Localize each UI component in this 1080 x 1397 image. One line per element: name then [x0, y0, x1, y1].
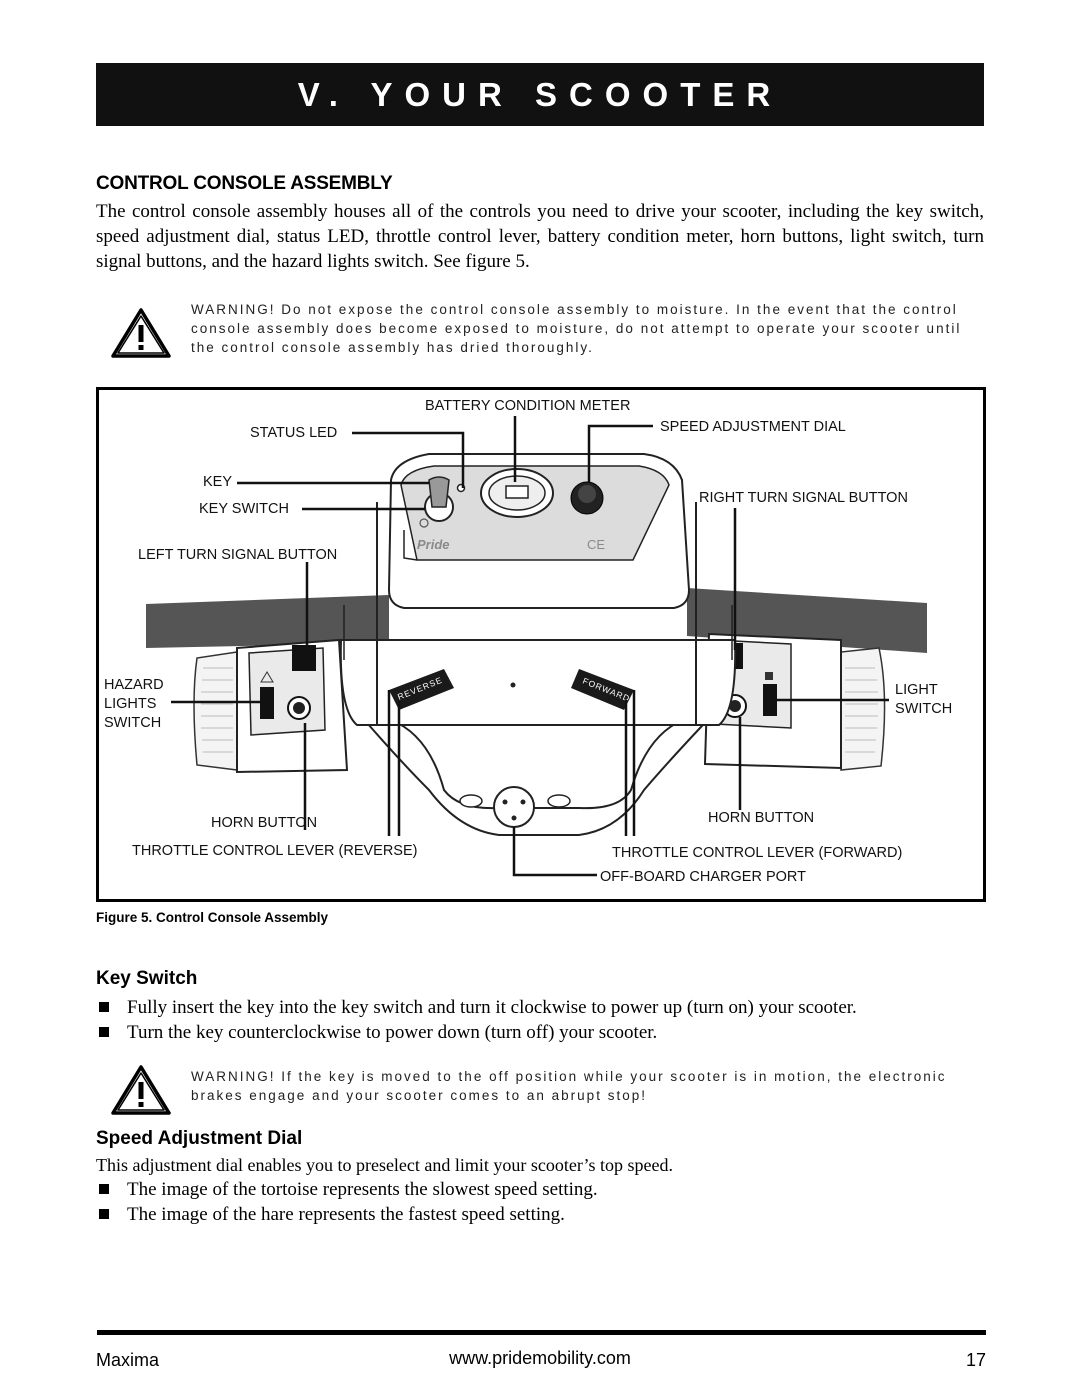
label-light-line1: LIGHT — [895, 682, 938, 698]
page-number: 17 — [965, 1350, 986, 1370]
list-item: Fully insert the key into the key switch… — [96, 995, 984, 1020]
warning-triangle-icon — [111, 308, 171, 358]
bullet-square-icon — [99, 1209, 109, 1219]
control-console-diagram: Pride CE REVERSE FORWARD BATTERY CONDITI… — [104, 398, 952, 885]
light-switch — [763, 684, 777, 716]
label-right-turn-signal-button: RIGHT TURN SIGNAL BUTTON — [699, 490, 908, 506]
chapter-banner: V. YOUR SCOOTER — [96, 63, 984, 126]
leader-lines — [171, 416, 889, 877]
bullet-square-icon — [99, 1002, 109, 1012]
section-intro: The control console assembly houses all … — [96, 201, 984, 272]
label-key-switch: KEY SWITCH — [199, 501, 289, 517]
list-item: Turn the key counterclockwise to power d… — [96, 1020, 984, 1045]
speed-dial-bullets: The image of the tortoise represents the… — [96, 1177, 984, 1227]
label-horn-button-left: HORN BUTTON — [211, 815, 317, 831]
label-hazard-line3: SWITCH — [104, 715, 161, 731]
label-key: KEY — [203, 474, 232, 490]
key-switch-bullets: Fully insert the key into the key switch… — [96, 995, 984, 1045]
left-switch-panel — [248, 645, 326, 736]
lower-shroud — [353, 689, 720, 836]
label-left-turn-signal-button: LEFT TURN SIGNAL BUTTON — [138, 547, 337, 563]
horn-button-right — [729, 700, 741, 712]
label-hazard-line1: HAZARD — [104, 677, 164, 693]
hazard-switch — [260, 687, 274, 719]
label-throttle-reverse: THROTTLE CONTROL LEVER (REVERSE) — [132, 843, 417, 859]
label-charger-port: OFF-BOARD CHARGER PORT — [600, 869, 806, 885]
label-throttle-forward: THROTTLE CONTROL LEVER (FORWARD) — [612, 845, 902, 861]
warning-moisture: WARNING! Do not expose the control conso… — [191, 302, 962, 355]
charger-port — [493, 786, 535, 828]
warning-triangle-icon — [111, 1065, 171, 1115]
throttle-lever-forward — [571, 669, 634, 710]
bullet-square-icon — [99, 1027, 109, 1037]
label-horn-button-right: HORN BUTTON — [708, 810, 814, 826]
figure-caption: Figure 5. Control Console Assembly — [96, 910, 329, 925]
key-switch-title: Key Switch — [96, 968, 198, 989]
label-light-line2: SWITCH — [895, 701, 952, 717]
speed-dial-title: Speed Adjustment Dial — [96, 1128, 303, 1149]
label-hazard-line2: LIGHTS — [104, 696, 156, 712]
ce-mark: CE — [587, 537, 605, 552]
label-battery-condition-meter: BATTERY CONDITION METER — [425, 398, 630, 414]
horn-button-left — [293, 702, 305, 714]
list-item: The image of the hare represents the fas… — [96, 1202, 984, 1227]
key — [428, 476, 450, 508]
label-status-led: STATUS LED — [250, 425, 337, 441]
speed-dial-intro: This adjustment dial enables you to pres… — [96, 1155, 674, 1175]
footer-model: Maxima — [96, 1350, 160, 1370]
list-item: The image of the tortoise represents the… — [96, 1177, 984, 1202]
label-speed-adjustment-dial: SPEED ADJUSTMENT DIAL — [660, 419, 846, 435]
bullet-square-icon — [99, 1184, 109, 1194]
throttle-lever-reverse — [389, 669, 454, 710]
left-turn-signal-button — [292, 645, 316, 671]
brand-text: Pride — [417, 537, 450, 552]
footer-rule — [97, 1330, 986, 1335]
footer-website[interactable]: www.pridemobility.com — [449, 1348, 631, 1368]
chapter-title: V. YOUR SCOOTER — [297, 75, 783, 113]
figure-frame — [96, 387, 986, 902]
left-handlebar — [146, 595, 389, 648]
warning-key-motion: WARNING! If the key is moved to the off … — [191, 1069, 947, 1103]
section-title: CONTROL CONSOLE ASSEMBLY — [96, 173, 393, 194]
